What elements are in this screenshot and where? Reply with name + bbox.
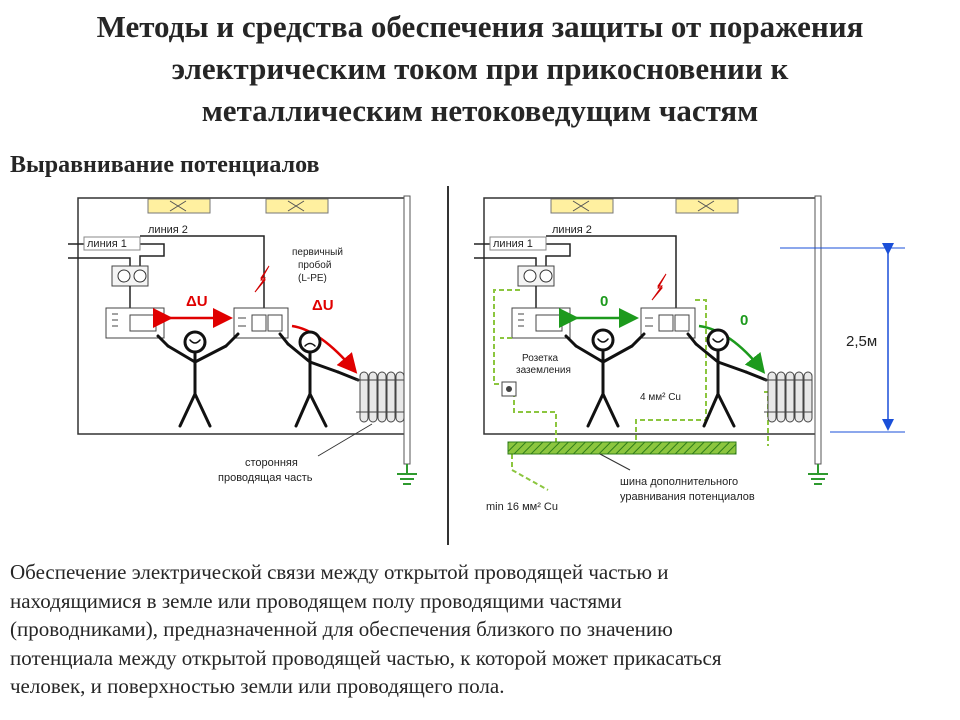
text-line: Обеспечение электрической связи между от… (10, 560, 669, 584)
label-breakdown: (L-PE) (298, 273, 327, 284)
title-line: металлическим нетоковедущим частям (201, 93, 759, 128)
description-text: Обеспечение электрической связи между от… (10, 558, 950, 701)
leader-line (317, 423, 373, 457)
section-subtitle: Выравнивание потенциалов (10, 152, 320, 178)
line-2-wire (140, 235, 265, 308)
socket-icon (517, 265, 555, 287)
ground-icon (808, 464, 828, 485)
du-arrow (291, 324, 358, 374)
room-outline (77, 197, 405, 435)
zero-arrow (698, 324, 766, 374)
label-line-2: линия 2 (552, 224, 592, 236)
title-line: Методы и средства обеспечения защиты от … (96, 9, 864, 44)
ceiling-lamp-icon (147, 198, 211, 214)
title-line: электрическим током при прикосновении к (171, 51, 789, 86)
device-box-left (511, 307, 571, 339)
person-figure-icon (686, 328, 768, 428)
label-cu4: 4 мм² Cu (640, 392, 681, 403)
label-third-party-part: проводящая часть (218, 472, 313, 484)
text-line: потенциала между открытой проводящей час… (10, 645, 722, 670)
ceiling-lamp-icon (265, 198, 329, 214)
radiator-icon (356, 371, 405, 423)
breakdown-spark-icon (254, 265, 270, 293)
person-figure-icon (278, 330, 360, 428)
label-ground-socket: Розетка (522, 353, 559, 364)
person-figure-icon (564, 328, 646, 428)
breakdown-spark-icon (651, 273, 667, 301)
pipe-riser (403, 195, 411, 465)
text-line: человек, и поверхностью земли или провод… (10, 674, 505, 698)
ceiling-lamp-icon (675, 198, 739, 214)
label-height: 2,5м (846, 333, 877, 350)
person-figure-icon (156, 330, 240, 428)
label-cu16: min 16 мм² Cu (486, 501, 558, 513)
label-zero: 0 (600, 293, 608, 310)
ground-icon (397, 464, 417, 485)
radiator-icon (764, 371, 813, 423)
label-line-1: линия 1 (87, 238, 127, 250)
label-bus: уравнивания потенциалов (620, 491, 755, 503)
label-third-party-part: сторонняя (245, 457, 298, 469)
page-title: Методы и средства обеспечения защиты от … (0, 6, 960, 132)
socket-icon (111, 265, 149, 287)
leader-line (599, 453, 631, 471)
label-ground-socket: заземления (516, 365, 571, 376)
diagram-canvas: линия 1 линия 2 первичный пробой (L-PE) … (68, 186, 905, 545)
label-line-2: линия 2 (148, 224, 188, 236)
label-breakdown: первичный (292, 247, 343, 258)
ceiling-lamp-icon (550, 198, 614, 214)
device-box-right (640, 307, 696, 339)
room-outline (483, 197, 818, 435)
label-line-1: линия 1 (493, 238, 533, 250)
label-zero: 0 (740, 312, 748, 329)
left-diagram: линия 1 линия 2 первичный пробой (L-PE) … (68, 195, 417, 485)
label-du: ΔU (312, 297, 334, 314)
equipotential-bus (507, 441, 737, 455)
label-breakdown: пробой (298, 259, 331, 271)
right-diagram: 2,5м линия 1 линия 2 (474, 195, 905, 513)
label-du: ΔU (186, 293, 208, 310)
text-line: (проводниками), предназначенной для обес… (10, 617, 673, 641)
pipe-riser (814, 195, 822, 465)
label-bus: шина дополнительного (620, 476, 738, 488)
device-box-left (105, 307, 165, 339)
text-line: находящимися в земле или проводящем полу… (10, 588, 622, 613)
